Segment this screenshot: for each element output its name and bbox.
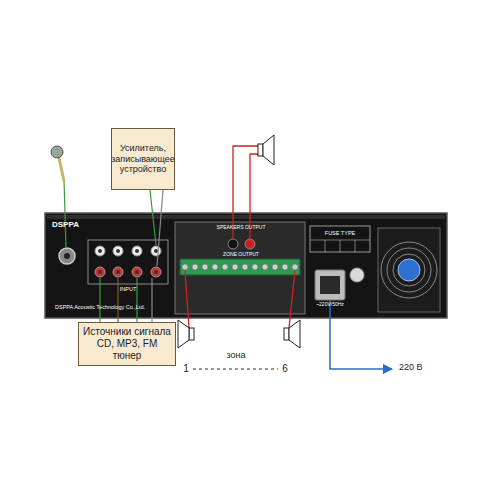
power-socket (315, 270, 345, 300)
signal-wire (117, 278, 118, 322)
mic-jack (59, 248, 75, 264)
callout-text: Источники сигнала CD, MP3, FM тюнер (82, 326, 172, 362)
fan (378, 228, 440, 312)
callout-text: Усилитель, записывающее устройство (111, 143, 175, 175)
maker-label: DSPPA Acoustic Technology Co.,Ltd. (55, 304, 145, 310)
input-frame (88, 240, 168, 284)
speaker-wire (289, 270, 295, 328)
fuse-table (310, 226, 370, 252)
terminal-inset (175, 222, 305, 314)
fan-grille (381, 242, 437, 298)
signal-wire (136, 278, 137, 322)
panel-label: ~220V/50Hz (316, 302, 344, 308)
callout-box: Усилитель, записывающее устройство (111, 128, 175, 190)
zone-range-line (193, 369, 278, 370)
signal-wire (157, 190, 163, 266)
zone-number: 1 (183, 363, 189, 374)
zone-terminal-strip (180, 259, 300, 275)
signal-wire (150, 190, 156, 245)
brand-logo: DSPPA (52, 221, 79, 230)
panel-label: ZONE OUTPUT (223, 252, 259, 258)
mic-cable (64, 180, 66, 248)
zone-number: 6 (282, 363, 288, 374)
sticker (350, 268, 364, 282)
panel-label: FUSE TYPE (325, 230, 355, 236)
signal-wire (99, 278, 100, 322)
fan-hub (398, 259, 420, 281)
speaker-symbol (258, 135, 274, 165)
speaker-wire (185, 270, 189, 328)
panel-label: INPUT (120, 286, 137, 292)
terminal-screws (182, 264, 298, 270)
speaker-post-black (228, 239, 238, 249)
signal-wire (151, 278, 152, 322)
speaker-symbol (178, 320, 194, 348)
power-line (330, 300, 392, 369)
rca-jacks (95, 246, 161, 277)
mic-handle (59, 158, 64, 181)
zone-label: зона (226, 351, 245, 361)
speaker-symbol (284, 320, 300, 348)
rear-panel (45, 213, 447, 318)
panel-edge (47, 215, 445, 219)
mic-head (51, 146, 63, 158)
mic-jack-hole (64, 253, 70, 259)
voltage-label: 220 В (399, 363, 423, 373)
panel-label: SPEAKERS OUTPUT (217, 225, 266, 231)
speaker-post-red (245, 239, 255, 249)
callout-box: Источники сигнала CD, MP3, FM тюнер (78, 322, 176, 366)
